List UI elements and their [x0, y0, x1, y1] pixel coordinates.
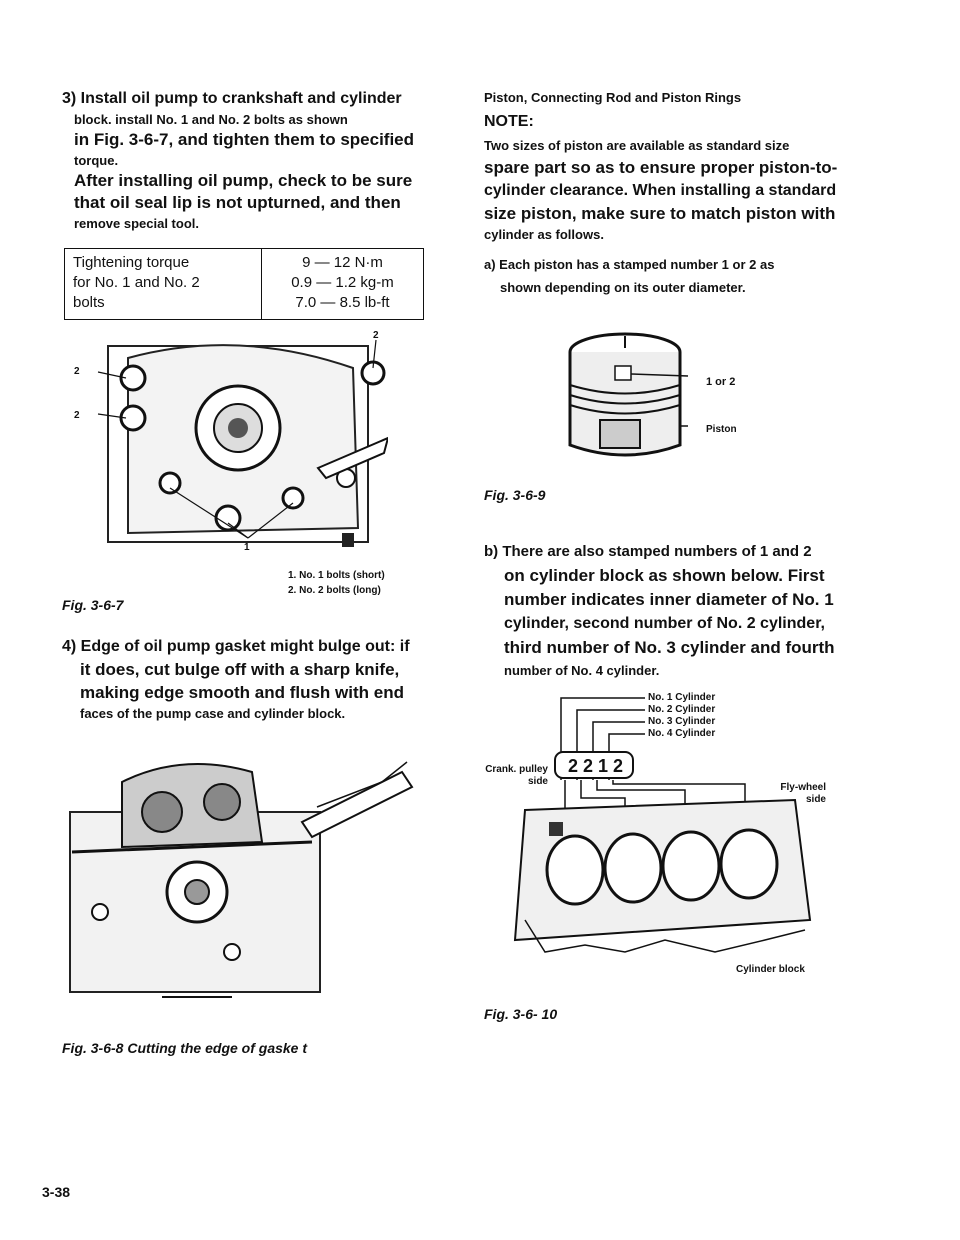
- torque-value: 9 — 12 N·m: [302, 254, 383, 271]
- torque-spec-table: Tightening torque for No. 1 and No. 2 bo…: [64, 248, 424, 320]
- legend-item-2: 2. No. 2 bolts (long): [288, 585, 381, 596]
- flywheel-side-line: side: [805, 794, 826, 805]
- stamped-code: 2 2 1 2: [568, 756, 624, 776]
- callout-2-lower-left: 2: [74, 410, 80, 421]
- page-number: 3-38: [42, 1184, 71, 1200]
- callout-2-top: 2: [373, 330, 379, 341]
- section-heading: Piston, Connecting Rod and Piston Rings: [484, 90, 742, 105]
- step-3-line-4: torque.: [74, 153, 119, 168]
- fig-3-6-9-caption: Fig. 3-6-9: [484, 487, 546, 503]
- cylinder-labels: No. 1 Cylinder No. 2 Cylinder No. 3 Cyli…: [648, 692, 715, 740]
- crank-side-line: side: [527, 776, 548, 787]
- step-3-text: 3) Install oil pump to crankshaft and cy…: [62, 88, 432, 233]
- cylinder-label-3: No. 3 Cylinder: [648, 716, 716, 727]
- note-line-5: cylinder as follows.: [484, 227, 604, 242]
- item-b-line-2: on cylinder block as shown below. First: [504, 566, 825, 585]
- step-3-line-7: remove special tool.: [74, 216, 199, 231]
- step-4-line-2: it does, cut bulge off with a sharp knif…: [80, 660, 400, 679]
- item-b-line-6: number of No. 4 cylinder.: [504, 663, 660, 678]
- torque-label-line: bolts: [73, 294, 105, 311]
- step-4-line-3: making edge smooth and flush with end: [80, 683, 404, 702]
- fig-3-6-10-caption: Fig. 3-6- 10: [484, 1006, 558, 1022]
- cylinder-block-label: Cylinder block: [736, 964, 805, 975]
- cylinder-label-4: No. 4 Cylinder: [648, 728, 716, 739]
- item-b-line-4: cylinder, second number of No. 2 cylinde…: [504, 615, 825, 632]
- torque-value: 7.0 — 8.5 lb-ft: [295, 294, 390, 311]
- step-3-line-3: in Fig. 3-6-7, and tighten them to speci…: [74, 130, 415, 149]
- torque-label-line: Tightening torque: [73, 254, 190, 271]
- note-text: Two sizes of piston are available as sta…: [484, 136, 864, 245]
- piston-drawing: [568, 332, 689, 457]
- item-b-line-5: third number of No. 3 cylinder and fourt…: [504, 638, 835, 657]
- legend-item-1: 1. No. 1 bolts (short): [288, 570, 385, 581]
- flywheel-line: Fly-wheel: [780, 782, 826, 793]
- note-line-2: spare part so as to ensure proper piston…: [484, 158, 838, 177]
- torque-value: 0.9 — 1.2 kg-m: [291, 274, 394, 291]
- piston-label: Piston: [706, 424, 737, 435]
- crank-pulley-side-label: Crank. pulley side: [484, 764, 548, 788]
- step-4-line-4: faces of the pump case and cylinder bloc…: [80, 706, 346, 721]
- step-4-text: 4) Edge of oil pump gasket might bulge o…: [62, 636, 442, 723]
- torque-label-line: for No. 1 and No. 2: [73, 274, 200, 291]
- cylinder-block-drawing: [513, 697, 812, 953]
- callout-2-upper-left: 2: [74, 366, 80, 377]
- callout-1: 1: [244, 542, 250, 553]
- step-3-line-5: After installing oil pump, check to be s…: [74, 171, 413, 190]
- flywheel-side-label: Fly-wheel side: [770, 782, 826, 806]
- note-line-3: cylinder clearance. When installing a st…: [484, 182, 837, 199]
- oil-pump-drawing: [97, 339, 388, 547]
- fig-3-6-8-caption: Fig. 3-6-8 Cutting the edge of gaske t: [62, 1040, 308, 1056]
- item-b-line-1: b) There are also stamped numbers of 1 a…: [484, 543, 812, 560]
- item-a-line-1: a) Each piston has a stamped number 1 or…: [484, 257, 775, 272]
- step-4-line-1: 4) Edge of oil pump gasket might bulge o…: [62, 638, 410, 655]
- torque-label-cell: Tightening torque for No. 1 and No. 2 bo…: [65, 249, 262, 319]
- step-3-line-2: block. install No. 1 and No. 2 bolts as …: [74, 112, 348, 127]
- crank-pulley-line: Crank. pulley: [485, 764, 548, 775]
- step-3-line-6: that oil seal lip is not upturned, and t…: [74, 193, 401, 212]
- item-b-line-3: number indicates inner diameter of No. 1: [504, 590, 834, 609]
- note-line-4: size piston, make sure to match piston w…: [484, 204, 836, 223]
- piston-number-label: 1 or 2: [706, 376, 736, 388]
- torque-value-cell: 9 — 12 N·m 0.9 — 1.2 kg-m 7.0 — 8.5 lb-f…: [262, 249, 423, 319]
- item-b-text: b) There are also stamped numbers of 1 a…: [484, 540, 864, 682]
- note-label: NOTE:: [484, 113, 534, 130]
- note-line-1: Two sizes of piston are available as sta…: [484, 138, 790, 153]
- gasket-cutting-drawing: [69, 761, 414, 998]
- item-a-line-2: shown depending on its outer diameter.: [500, 280, 746, 295]
- fig-3-6-7-caption: Fig. 3-6-7: [62, 597, 124, 613]
- item-a-text: a) Each piston has a stamped number 1 or…: [484, 253, 864, 299]
- fig-3-6-7-legend: 1. No. 1 bolts (short) 2. No. 2 bolts (l…: [288, 568, 385, 598]
- cylinder-label-2: No. 2 Cylinder: [648, 704, 716, 715]
- cylinder-label-1: No. 1 Cylinder: [648, 692, 716, 703]
- step-3-line-1: 3) Install oil pump to crankshaft and cy…: [62, 90, 402, 107]
